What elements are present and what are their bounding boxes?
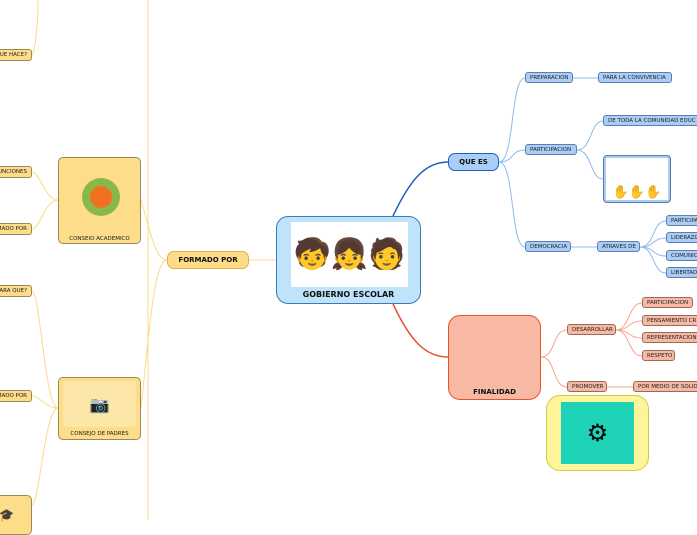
consejo-academico-node[interactable]: CONSEIO ACADEMICO [58, 157, 141, 244]
para-la-convivencia-node[interactable]: PARA LA CONVIVENCIA [598, 72, 672, 83]
liderazgo-node[interactable]: LIDERAZG [666, 232, 697, 243]
promover-node[interactable]: PROMOVER [567, 381, 607, 392]
finalidad-label: FINALIDAD [473, 388, 516, 396]
head-gears-image[interactable]: ⚙ [546, 395, 649, 471]
atraves-de-node[interactable]: ATRAVES DE [597, 241, 640, 252]
formado-por-node[interactable]: FORMADO POR [167, 251, 249, 269]
solidaridad-node[interactable]: POR MEDIO DE SOLID [633, 381, 697, 392]
funciones-node[interactable]: FUNCIONES [0, 166, 32, 178]
formado-por-padres-node[interactable]: MADO POR [0, 390, 32, 402]
finalidad-node[interactable]: FINALIDAD [448, 315, 541, 400]
comunidad-node[interactable]: DE TODA LA COMUNIDAD EDUC [603, 115, 697, 126]
camera-icon: 📷 [63, 381, 136, 427]
democracia-node[interactable]: DEMOCRACIA [525, 241, 571, 252]
respeto-node[interactable]: RESPETO [642, 350, 675, 361]
pensamiento-node[interactable]: PENSAMIENTO CR [642, 315, 697, 326]
preparacion-node[interactable]: PREPARACION [525, 72, 573, 83]
children-group-image: 🧒👧🧑 [291, 222, 408, 287]
consejo-padres-node[interactable]: 📷 CONSEJO DE PADRES [58, 377, 141, 440]
consejo-academico-label: CONSEIO ACADEMICO [69, 236, 130, 242]
que-hace-node[interactable]: UE HACE? [0, 49, 32, 61]
participacion-fin-node[interactable]: PARTICIPACION [642, 297, 693, 308]
formado-por-academico-node[interactable]: MADO POR [0, 223, 32, 235]
representacion-node[interactable]: REPRESENTACION [642, 332, 697, 343]
consejo-padres-label: CONSEJO DE PADRES [70, 431, 129, 437]
que-es-node[interactable]: QUE ES [448, 153, 499, 171]
libertad-node[interactable]: LIBERTAD [666, 267, 697, 278]
raised-hands-image[interactable]: ✋✋✋ [603, 155, 671, 203]
central-node[interactable]: 🧒👧🧑 GOBIERNO ESCOLAR [276, 216, 421, 304]
para-que-node[interactable]: ARA QUE? [0, 285, 32, 297]
participacion-node[interactable]: PARTICIPACION [525, 144, 577, 155]
desarrollar-node[interactable]: DESARROLLAR [567, 324, 616, 335]
participa-node[interactable]: PARTICIPA [666, 215, 697, 226]
central-title: GOBIERNO ESCOLAR [302, 290, 395, 299]
round-table-image [77, 162, 125, 232]
connectors [31, 0, 667, 520]
comunicacion-node[interactable]: COMUNIC [666, 250, 697, 261]
graduate-image-node[interactable]: 🎓 [0, 495, 32, 535]
